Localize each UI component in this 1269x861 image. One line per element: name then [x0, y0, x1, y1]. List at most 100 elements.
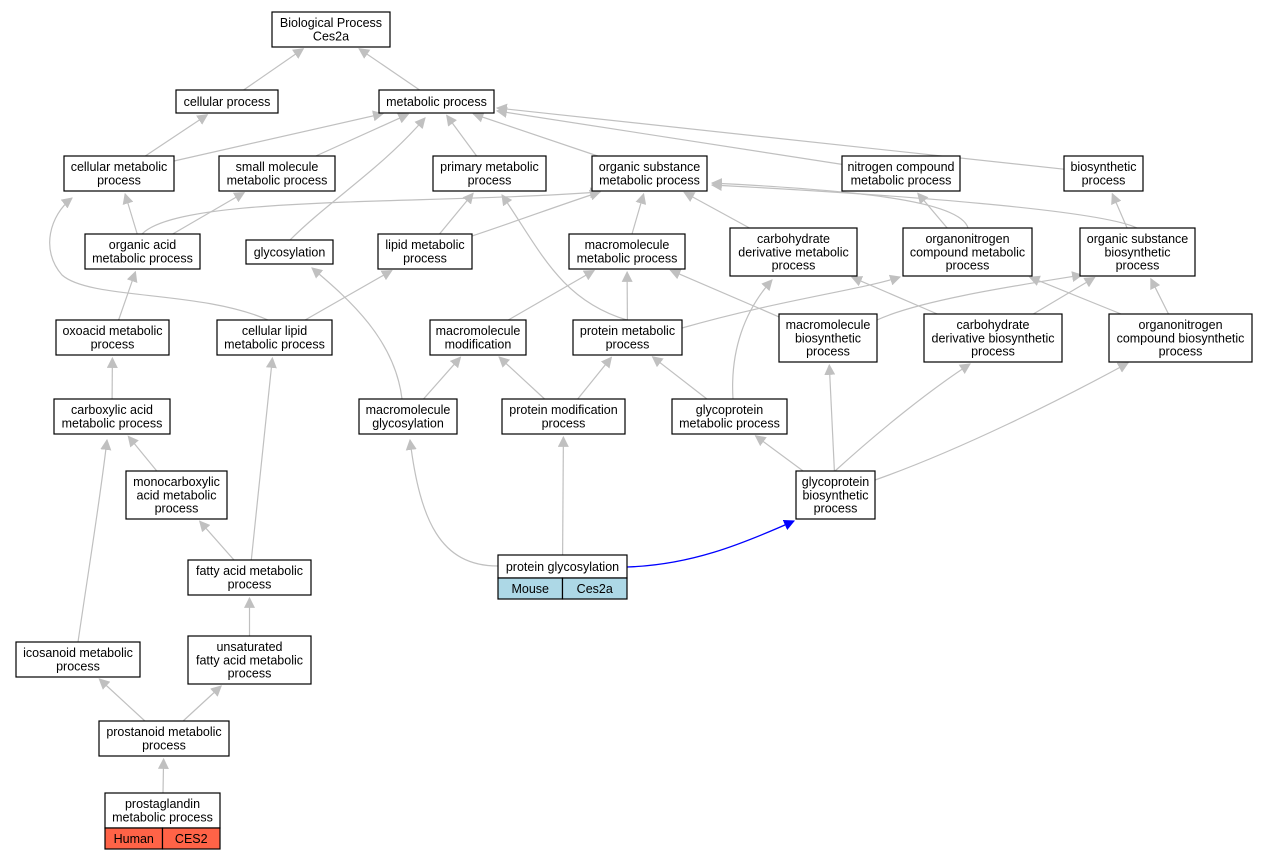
edge-glycoprotein-biosynthetic-process-to-organonitrogen-compound-biosynthetic-process — [874, 362, 1129, 481]
node-box — [15, 641, 141, 678]
gene-label: CES2 — [175, 832, 208, 846]
node-glycosylation[interactable]: glycosylation — [245, 239, 334, 265]
node-label: icosanoid metabolic — [23, 646, 133, 660]
node-label: derivative biosynthetic — [932, 331, 1055, 345]
node-label: process — [91, 337, 135, 351]
edge-nitrogen-compound-metabolic-process-to-metabolic-process — [495, 106, 843, 165]
node-box — [63, 155, 175, 192]
species-label: Human — [114, 832, 154, 846]
node-metabolic-process[interactable]: metabolic process — [378, 89, 495, 114]
edge-glycoprotein-biosynthetic-process-to-glycoprotein-metabolic-process — [754, 435, 804, 472]
node-box — [568, 233, 686, 270]
node-box — [432, 155, 547, 192]
node-label: process — [56, 659, 100, 673]
node-box — [378, 89, 495, 114]
node-label: cellular lipid — [242, 324, 307, 338]
edge-macromolecule-biosynthetic-process-to-organic-substance-biosynthetic-process — [876, 271, 1084, 321]
edge-primary-metabolic-process-to-metabolic-process — [446, 114, 478, 157]
node-label: process — [772, 259, 816, 273]
node-label: compound biosynthetic — [1117, 331, 1245, 345]
node-label: biosynthetic — [795, 331, 861, 345]
node-label: derivative metabolic — [738, 245, 848, 259]
species-label: Mouse — [511, 582, 549, 596]
edge-prostaglandin-metabolic-process-to-prostanoid-metabolic-process — [157, 757, 169, 794]
node-label: process — [1116, 259, 1160, 273]
edge-macromolecule-biosynthetic-process-to-macromolecule-metabolic-process — [669, 269, 780, 318]
node-box — [923, 313, 1063, 363]
node-box — [84, 233, 201, 270]
node-box — [104, 792, 221, 829]
edge-macromolecule-glycosylation-to-glycosylation — [311, 267, 403, 400]
node-box — [572, 319, 683, 356]
node-cellular-process[interactable]: cellular process — [175, 89, 279, 114]
node-label: Ces2a — [313, 29, 349, 43]
node-box — [795, 470, 876, 520]
node-label: modification — [445, 337, 512, 351]
edge-cellular-metabolic-process-to-metabolic-process — [173, 110, 384, 162]
node-label: lipid metabolic — [385, 238, 464, 252]
node-box — [1063, 155, 1144, 192]
node-box — [841, 155, 961, 192]
edge-macromolecule-modification-to-macromolecule-metabolic-process — [508, 269, 596, 321]
node-label: nitrogen compound — [847, 160, 954, 174]
node-label: macromolecule — [436, 324, 521, 338]
node-label: glycoprotein — [802, 475, 869, 489]
node-box — [187, 635, 312, 685]
node-box — [125, 470, 228, 520]
edge-fatty-acid-metabolic-process-to-monocarboxylic-acid-metabolic-process — [198, 520, 235, 561]
node-label: process — [97, 173, 141, 187]
edge-protein-modification-process-to-macromolecule-modification — [498, 356, 546, 400]
node-label: process — [403, 251, 447, 265]
node-label: biosynthetic — [1104, 245, 1170, 259]
node-label: monocarboxylic — [133, 475, 220, 489]
edge-lipid-metabolic-process-to-primary-metabolic-process — [439, 192, 474, 235]
node-label: process — [228, 667, 272, 681]
edge-cellular-lipid-metabolic-process-to-lipid-metabolic-process — [304, 269, 393, 321]
edge-glycoprotein-metabolic-process-to-carbohydrate-derivative-metabolic-process — [732, 279, 773, 400]
node-box — [216, 319, 333, 356]
node-label: metabolic process — [92, 251, 193, 265]
node-box — [271, 11, 391, 48]
edge-biosynthetic-process-to-metabolic-process — [495, 103, 1065, 170]
node-label: process — [606, 337, 650, 351]
edge-small-molecule-metabolic-process-to-metabolic-process — [315, 113, 410, 157]
node-label: process — [946, 259, 990, 273]
node-box — [902, 227, 1033, 277]
node-box — [55, 319, 170, 356]
node-box — [429, 319, 527, 356]
node-label: organonitrogen — [925, 232, 1009, 246]
edge-organonitrogen-compound-biosynthetic-process-to-organonitrogen-compound-metabolic-process — [1028, 275, 1122, 315]
